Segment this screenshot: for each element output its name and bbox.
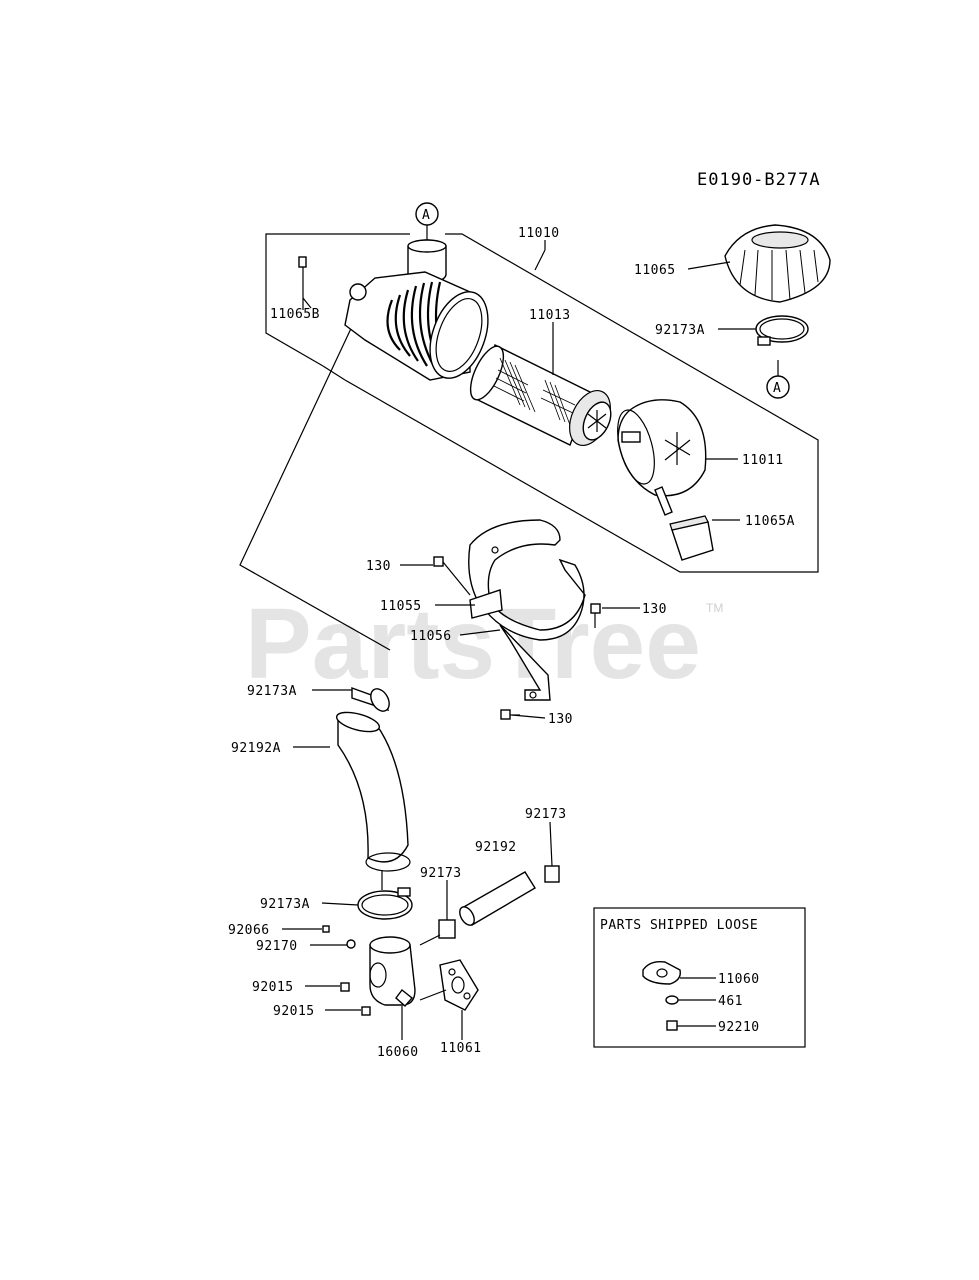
reference-marker-right: A: [766, 360, 790, 399]
label-92173-right: 92173: [525, 807, 567, 822]
label-130-c: 130: [548, 712, 573, 727]
label-11056: 11056: [410, 629, 452, 644]
label-92192: 92192: [475, 840, 517, 855]
svg-text:A: A: [422, 208, 430, 223]
loose-box-title: PARTS SHIPPED LOOSE: [600, 918, 758, 933]
elbow-16060: [369, 936, 416, 1007]
bolt-130-a-icon: [433, 556, 471, 596]
part-labels: 11010 11065 11065B 11013 92173A 11011 11…: [228, 226, 795, 1060]
label-92173-left: 92173: [420, 866, 462, 881]
hose-92192A: [335, 711, 411, 872]
label-11065A: 11065A: [745, 514, 795, 529]
label-130-a: 130: [366, 559, 391, 574]
reference-marker-top: A: [415, 202, 439, 244]
screw-92066-icon: [322, 925, 330, 933]
assembly-outline: [265, 233, 410, 367]
loose-item-11060: 11060: [642, 960, 760, 987]
label-11061: 11061: [440, 1041, 482, 1056]
clamp-92173-left: [419, 919, 456, 946]
label-11065: 11065: [634, 263, 676, 278]
label-130-b: 130: [642, 602, 667, 617]
housing-to-pipe-line: [239, 319, 391, 651]
bolt-130-c-icon: [500, 709, 520, 720]
label-92015-b: 92015: [273, 1004, 315, 1019]
svg-text:A: A: [773, 381, 781, 396]
loose-item-92210: 92210: [666, 1020, 760, 1035]
diagram-code: E0190-B277A: [697, 170, 821, 190]
watermark-trademark: TM: [706, 601, 723, 615]
cover-11011: [617, 399, 707, 516]
nut-92170-icon: [346, 939, 356, 949]
svg-text:11060: 11060: [718, 972, 760, 987]
label-11011: 11011: [742, 453, 784, 468]
leader-lines: [282, 240, 756, 1040]
label-16060: 16060: [377, 1045, 419, 1060]
label-92173A-low: 92173A: [260, 897, 310, 912]
gasket-11061: [419, 959, 479, 1011]
label-11010: 11010: [518, 226, 560, 241]
clamp-92173A-low: [357, 870, 413, 920]
bracket-band: [468, 519, 586, 701]
clamp-92173-right: [544, 865, 560, 883]
adapter-11065A: [669, 515, 714, 561]
parts-shipped-loose-box: PARTS SHIPPED LOOSE 11060 461 92210: [593, 907, 806, 1048]
label-92170: 92170: [256, 939, 298, 954]
bolt-11065B-icon: [298, 256, 307, 310]
label-92066: 92066: [228, 923, 270, 938]
label-11013: 11013: [529, 308, 571, 323]
clamp-92173A-mid: [351, 687, 390, 712]
clamp-92173A-top: [755, 315, 809, 346]
label-11065B: 11065B: [270, 307, 320, 322]
filter-element-11013: [469, 344, 612, 446]
bolt-130-b-icon: [590, 603, 601, 628]
hose-92192: [459, 871, 536, 926]
svg-text:461: 461: [718, 994, 743, 1009]
precleaner-cap-11065: [724, 224, 831, 303]
assembly-outline-right: [344, 233, 819, 573]
label-11055: 11055: [380, 599, 422, 614]
label-92173A-top: 92173A: [655, 323, 705, 338]
svg-text:92210: 92210: [718, 1020, 760, 1035]
label-92192A: 92192A: [231, 741, 281, 756]
label-92015-a: 92015: [252, 980, 294, 995]
label-92173A-mid: 92173A: [247, 684, 297, 699]
air-cleaner-housing: [344, 239, 489, 381]
nut-92015-b-icon: [361, 1006, 371, 1016]
loose-item-461: 461: [665, 994, 743, 1009]
nut-92015-a-icon: [340, 982, 350, 992]
assembly-outline-gap: [322, 365, 346, 381]
